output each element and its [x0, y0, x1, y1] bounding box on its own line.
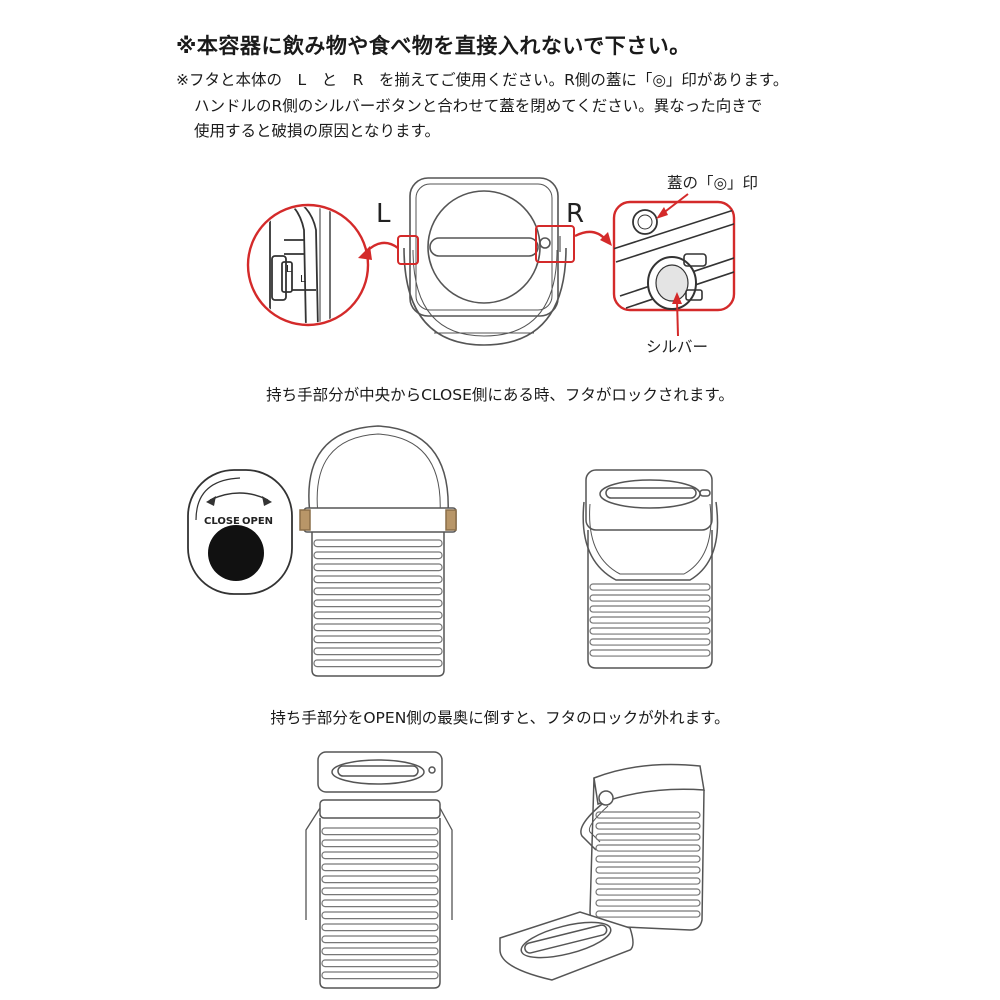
- right-marker-box: [535, 225, 575, 263]
- separated-lid: [499, 911, 634, 981]
- caption-close: 持ち手部分が中央からCLOSE側にある時、フタがロックされます。: [266, 386, 734, 404]
- inset-letter-l-2: L: [300, 274, 306, 285]
- container-rib: [313, 575, 443, 584]
- container-rib: [595, 822, 701, 830]
- caption-open: 持ち手部分をOPEN側の最奥に倒すと、フタのロックが外れます。: [270, 709, 730, 727]
- black-button: [208, 525, 264, 581]
- lid-handle-recess: [427, 190, 541, 304]
- close-label: CLOSE: [204, 516, 240, 527]
- left-marker-box: [397, 235, 419, 265]
- container-rib: [595, 844, 701, 852]
- note-line-2: ハンドルのR側のシルバーボタンと合わせて蓋を閉めてください。異なった向きで: [194, 97, 763, 115]
- container-rib: [313, 623, 443, 632]
- lid-mark-label: 蓋の「◎」印: [667, 174, 758, 192]
- container-rib: [321, 899, 439, 908]
- container-rib: [321, 923, 439, 932]
- close-open-inset: CLOSE OPEN: [187, 469, 293, 595]
- container-rib: [589, 594, 711, 602]
- left-letter: L: [376, 199, 391, 229]
- closed-front-view: [299, 425, 457, 677]
- container-rib: [589, 638, 711, 646]
- container-rib: [595, 866, 701, 874]
- container-rib: [595, 899, 701, 907]
- container-rib: [313, 587, 443, 596]
- lifted-lid: [317, 751, 443, 793]
- container-rib: [595, 877, 701, 885]
- container-rib: [313, 635, 443, 644]
- open-front-view: [305, 799, 453, 989]
- container-rib: [595, 888, 701, 896]
- container-rib: [313, 647, 443, 656]
- left-detail-inset: L L: [246, 203, 370, 327]
- container-rib: [313, 563, 443, 572]
- container-rib: [313, 611, 443, 620]
- container-rib: [321, 971, 439, 980]
- container-rib: [321, 839, 439, 848]
- container-rib: [589, 649, 711, 657]
- container-rib: [321, 863, 439, 872]
- right-letter: R: [566, 199, 584, 229]
- lid-outline: [409, 177, 559, 317]
- container-rib: [589, 605, 711, 613]
- container-rib: [321, 827, 439, 836]
- lid-mark-small: [539, 237, 551, 249]
- container-rib: [321, 911, 439, 920]
- container-rib: [313, 539, 443, 548]
- container-rib: [595, 855, 701, 863]
- note-line-1: ※フタと本体の L と R を揃えてご使用ください。R側の蓋に「◎」印があります…: [176, 71, 789, 89]
- container-rib: [595, 833, 701, 841]
- open-3d-view: [499, 763, 705, 981]
- silver-label: シルバー: [646, 338, 708, 356]
- container-rib: [321, 887, 439, 896]
- container-rib: [589, 616, 711, 624]
- container-rib: [321, 947, 439, 956]
- container-rib: [313, 659, 443, 668]
- container-rib: [595, 910, 701, 918]
- container-rib: [589, 583, 711, 591]
- open-label: OPEN: [242, 516, 273, 527]
- container-rib: [321, 851, 439, 860]
- warning-heading: ※本容器に飲み物や食べ物を直接入れないで下さい。: [176, 34, 691, 58]
- carry-handle: [403, 247, 567, 346]
- container-rib: [589, 627, 711, 635]
- container-rib: [321, 875, 439, 884]
- container-rib: [321, 935, 439, 944]
- container-rib: [595, 811, 701, 819]
- note-line-3: 使用すると破損の原因となります。: [194, 122, 440, 140]
- closed-3d-view: [582, 469, 719, 669]
- right-detail-inset: [612, 200, 736, 312]
- container-rib: [313, 551, 443, 560]
- inset-letter-l: L: [286, 264, 292, 275]
- container-rib: [313, 599, 443, 608]
- container-rib: [321, 959, 439, 968]
- lid-mark-circle: [632, 209, 658, 235]
